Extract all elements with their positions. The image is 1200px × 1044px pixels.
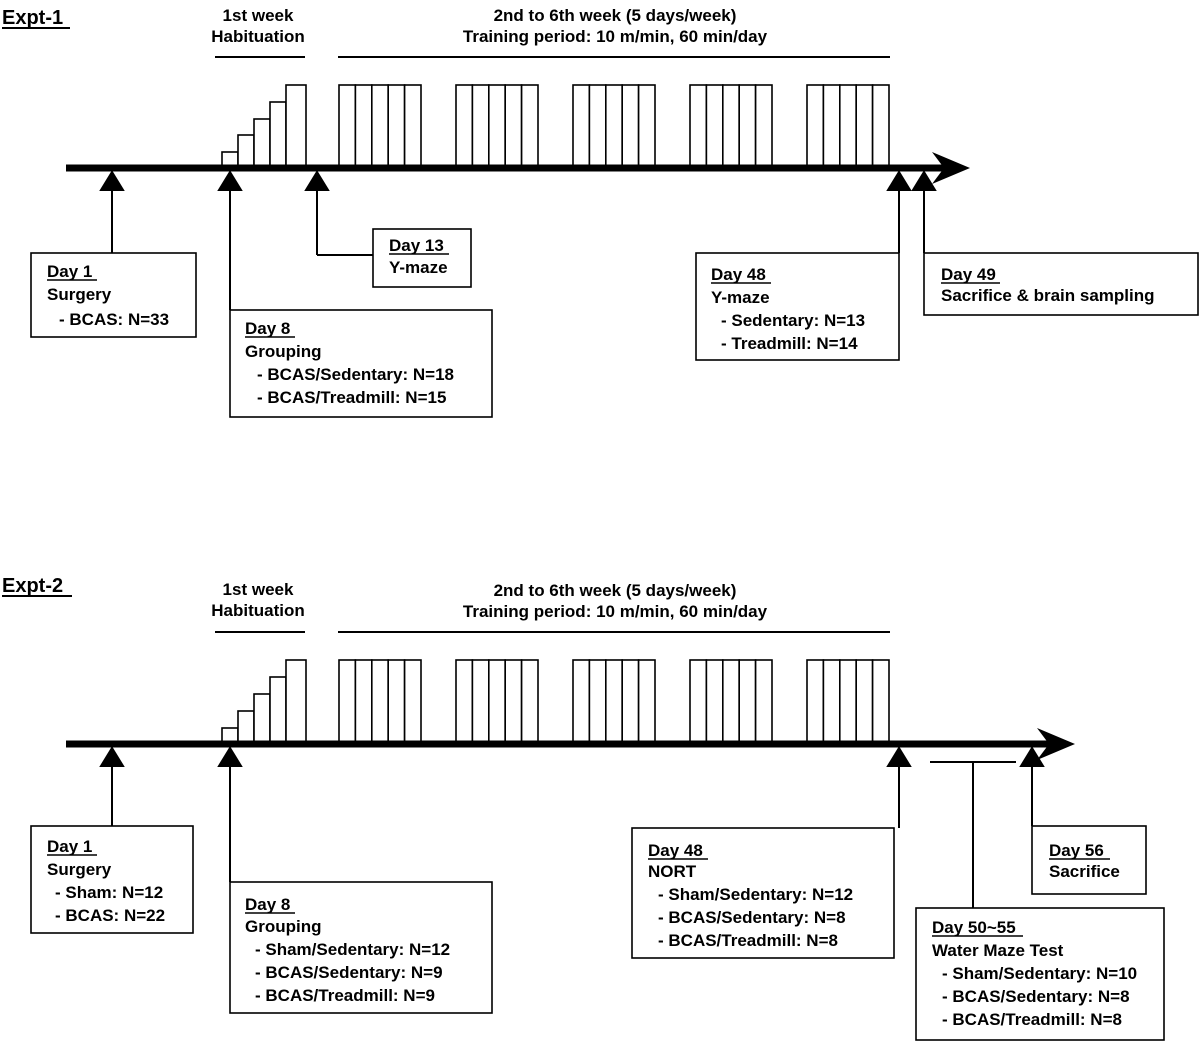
expt-2-habituation-title: Habituation bbox=[211, 601, 305, 620]
expt-2-day-8-line-2: - Sham/Sedentary: N=12 bbox=[255, 940, 450, 959]
expt-2-habituation-week: 1st week bbox=[223, 580, 294, 599]
expt-2-day-56-marker bbox=[1019, 746, 1045, 826]
expt-1-habituation-staircase bbox=[221, 84, 307, 169]
expt-2-week-4-block bbox=[572, 659, 656, 745]
expt-1-day-48-marker bbox=[886, 170, 912, 253]
expt-1-label: Expt-1 bbox=[2, 7, 63, 29]
expt-1-day-13-line-1: Y-maze bbox=[389, 258, 448, 277]
expt-1-day-1-line-1: Surgery bbox=[47, 285, 112, 304]
expt-1-day-1-line-2: - BCAS: N=33 bbox=[59, 310, 169, 329]
expt-2-training-period: Training period: 10 m/min, 60 min/day bbox=[463, 602, 768, 621]
expt-2-day-48-title: Day 48 bbox=[648, 841, 703, 860]
expt-1-day-1-marker bbox=[99, 170, 125, 253]
expt-2-day-8-line-4: - BCAS/Treadmill: N=9 bbox=[255, 986, 435, 1005]
expt-1-week-5-block bbox=[689, 84, 773, 169]
expt-1-day-8-line-1: Grouping bbox=[245, 342, 321, 361]
expt-2-event-markers bbox=[99, 746, 1045, 908]
expt-1-day-8-marker bbox=[217, 170, 243, 310]
expt-2-day-48-line-1: NORT bbox=[648, 862, 697, 881]
expt-2-day-1-line-3: - BCAS: N=22 bbox=[55, 906, 165, 925]
expt-2-day-50-55-box: Day 50~55 Water Maze Test - Sham/Sedenta… bbox=[915, 907, 1165, 1041]
expt-2-day-8-line-3: - BCAS/Sedentary: N=9 bbox=[255, 963, 443, 982]
expt-2-panel: Expt-2 1st week Habituation 2nd to 6th w… bbox=[2, 575, 1165, 1041]
expt-2-day-48-line-4: - BCAS/Treadmill: N=8 bbox=[658, 931, 838, 950]
expt-1-day-13-title: Day 13 bbox=[389, 236, 444, 255]
expt-1-week-3-block bbox=[455, 84, 539, 169]
expt-1-day-8-line-3: - BCAS/Treadmill: N=15 bbox=[257, 388, 446, 407]
expt-2-day-50-55-line-2: - Sham/Sedentary: N=10 bbox=[942, 964, 1137, 983]
expt-2-training-blocks bbox=[338, 659, 890, 745]
expt-1-day-1-box: Day 1 Surgery - BCAS: N=33 bbox=[30, 252, 197, 338]
expt-1-day-48-line-2: - Sedentary: N=13 bbox=[721, 311, 865, 330]
expt-2-day-8-marker bbox=[217, 746, 243, 882]
expt-2-day-8-title: Day 8 bbox=[245, 895, 290, 914]
expt-2-day-48-marker bbox=[886, 746, 912, 828]
expt-1-week-6-block bbox=[806, 84, 890, 169]
expt-1-day-8-box: Day 8 Grouping - BCAS/Sedentary: N=18 - … bbox=[229, 309, 493, 418]
expt-2-week-5-block bbox=[689, 659, 773, 745]
expt-2-day-50-55-title: Day 50~55 bbox=[932, 918, 1016, 937]
expt-1-event-markers bbox=[99, 170, 937, 310]
expt-1-week-4-block bbox=[572, 84, 656, 169]
expt-1-day-1-title: Day 1 bbox=[47, 262, 92, 281]
expt-1-day-49-marker bbox=[911, 170, 937, 253]
expt-1-day-49-box: Day 49 Sacrifice & brain sampling bbox=[923, 252, 1199, 316]
expt-1-day-49-title: Day 49 bbox=[941, 265, 996, 284]
expt-2-day-1-marker bbox=[99, 746, 125, 826]
expt-1-habituation-week: 1st week bbox=[223, 6, 294, 25]
expt-1-day-13-marker bbox=[304, 170, 373, 256]
expt-2-day-56-title: Day 56 bbox=[1049, 841, 1104, 860]
expt-2-day-48-box: Day 48 NORT - Sham/Sedentary: N=12 - BCA… bbox=[631, 827, 895, 959]
expt-1-training-blocks bbox=[338, 84, 890, 169]
expt-2-day-48-line-3: - BCAS/Sedentary: N=8 bbox=[658, 908, 846, 927]
expt-1-day-48-line-1: Y-maze bbox=[711, 288, 770, 307]
expt-2-day-8-line-1: Grouping bbox=[245, 917, 321, 936]
expt-2-week-2-block bbox=[338, 659, 422, 745]
expt-2-training-weeks: 2nd to 6th week (5 days/week) bbox=[494, 581, 737, 600]
expt-1-day-13-box: Day 13 Y-maze bbox=[372, 228, 472, 288]
expt-1-day-49-line-1: Sacrifice & brain sampling bbox=[941, 286, 1155, 305]
expt-2-day-1-line-2: - Sham: N=12 bbox=[55, 883, 163, 902]
expt-1-day-8-title: Day 8 bbox=[245, 319, 290, 338]
expt-1-day-48-title: Day 48 bbox=[711, 265, 766, 284]
expt-2-day-48-line-2: - Sham/Sedentary: N=12 bbox=[658, 885, 853, 904]
expt-2-day-50-55-line-4: - BCAS/Treadmill: N=8 bbox=[942, 1010, 1122, 1029]
expt-2-day-56-box: Day 56 Sacrifice bbox=[1031, 825, 1147, 895]
expt-2-day-50-55-line-1: Water Maze Test bbox=[932, 941, 1064, 960]
expt-1-training-period: Training period: 10 m/min, 60 min/day bbox=[463, 27, 768, 46]
expt-1-panel: Expt-1 1st week Habituation 2nd to 6th w… bbox=[2, 6, 1199, 418]
expt-1-day-48-box: Day 48 Y-maze - Sedentary: N=13 - Treadm… bbox=[695, 252, 900, 361]
expt-2-day-8-box: Day 8 Grouping - Sham/Sedentary: N=12 - … bbox=[229, 881, 493, 1014]
expt-1-day-8-line-2: - BCAS/Sedentary: N=18 bbox=[257, 365, 454, 384]
expt-2-day-1-line-1: Surgery bbox=[47, 860, 112, 879]
expt-1-training-weeks: 2nd to 6th week (5 days/week) bbox=[494, 6, 737, 25]
expt-2-label: Expt-2 bbox=[2, 575, 63, 597]
expt-1-timeline-arrowhead bbox=[932, 152, 970, 184]
expt-2-week-3-block bbox=[455, 659, 539, 745]
expt-2-day-1-title: Day 1 bbox=[47, 837, 92, 856]
expt-2-day-56-line-1: Sacrifice bbox=[1049, 862, 1120, 881]
expt-1-day-48-line-3: - Treadmill: N=14 bbox=[721, 334, 858, 353]
expt-2-week-6-block bbox=[806, 659, 890, 745]
expt-2-timeline-arrowhead bbox=[1037, 728, 1075, 760]
expt-1-habituation-title: Habituation bbox=[211, 27, 305, 46]
expt-1-week-2-block bbox=[338, 84, 422, 169]
expt-2-day-1-box: Day 1 Surgery - Sham: N=12 - BCAS: N=22 bbox=[30, 825, 194, 934]
expt-2-day-50-55-line-3: - BCAS/Sedentary: N=8 bbox=[942, 987, 1130, 1006]
expt-2-habituation-staircase bbox=[221, 659, 307, 745]
